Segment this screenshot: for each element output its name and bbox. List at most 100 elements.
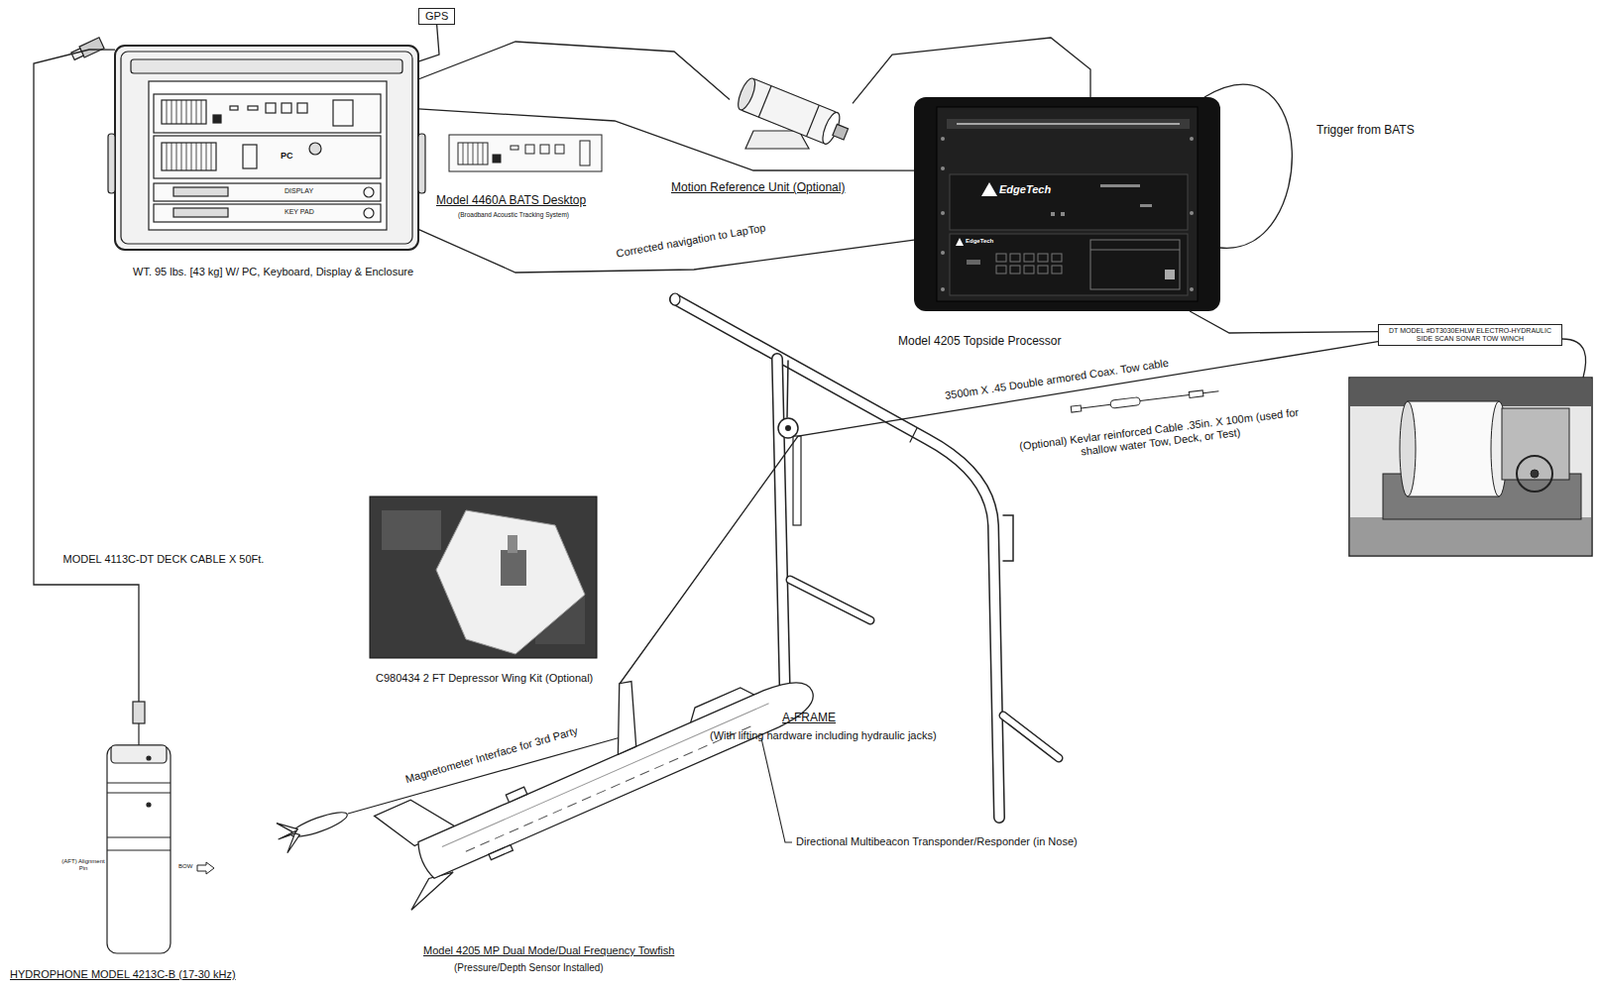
topside-case <box>1100 184 1141 188</box>
magnetometer <box>281 832 304 854</box>
cable-line <box>418 109 915 171</box>
cable-line <box>33 49 139 702</box>
rack-enclosure <box>108 133 115 194</box>
a-frame-structure <box>785 425 792 432</box>
bats-desktop: Model 4460A BATS Desktop(Broadband Acous… <box>449 134 602 172</box>
bats-desktop-unit <box>555 144 565 154</box>
bats-desktop-unit <box>492 154 501 163</box>
trigger-loop <box>1204 84 1292 248</box>
caption-text: C980434 2 FT Depressor Wing Kit (Optiona… <box>375 672 593 686</box>
caption-text: DISPLAY <box>284 187 314 196</box>
caption-text: EdgeTech <box>999 183 1051 197</box>
bats-desktop-unit <box>510 145 519 150</box>
winch-photo <box>1501 408 1570 480</box>
kevlar-cable-icon <box>1080 404 1111 409</box>
hydrophone-body <box>107 701 215 954</box>
caption-text: KEY PAD <box>284 208 315 217</box>
hydrophone-body <box>107 836 171 838</box>
caption-text: HYDROPHONE MODEL 4213C-B (17-30 kHz) <box>9 968 236 982</box>
hydrophone-body <box>107 849 171 851</box>
annotation-label: Directional Multibeacon Transponder/Resp… <box>796 835 1078 849</box>
rack-enclosure <box>161 100 207 124</box>
topside-case <box>1024 253 1034 262</box>
winch-lead <box>1562 339 1587 378</box>
bats-rack: PCDISPLAYKEY PADWT. 95 lbs. [43 kg] W/ P… <box>114 45 419 250</box>
cable-label: Corrected navigation to LapTop <box>613 221 770 261</box>
hydrophone-body <box>132 701 145 724</box>
topside-case <box>956 122 1180 125</box>
cable-line <box>1189 311 1378 334</box>
topside-case <box>1164 269 1175 280</box>
topside-case <box>981 182 998 197</box>
motion-reference-cylinder <box>734 76 852 150</box>
towfish-body <box>414 673 820 881</box>
a-frame-structure <box>675 299 1000 818</box>
topside-case <box>914 97 1221 312</box>
magnetometer <box>277 830 297 840</box>
kevlar-cable-icon <box>1140 395 1190 402</box>
kevlar-cable-icon <box>1110 397 1142 410</box>
a-frame-structure <box>790 579 871 621</box>
rack-enclosure <box>242 144 257 169</box>
rack-enclosure <box>333 100 353 126</box>
bats-desktop-unit <box>579 140 590 166</box>
topside-case <box>1051 265 1062 274</box>
a-frame: A-FRAME(With lifting hardware including … <box>674 293 1066 824</box>
topside-case <box>940 250 945 255</box>
caption-text: (Pressure/Depth Sensor Installed) <box>454 962 604 975</box>
annotation-label: Magnetometer Interface for 3rd Party <box>403 724 579 787</box>
topside-case <box>966 259 981 265</box>
hydrophone-body <box>107 745 171 954</box>
hydrophone: (AFT) Alignment PinBOWHYDROPHONE MODEL 4… <box>99 701 179 958</box>
depressor-photo <box>369 496 597 659</box>
depressor-photo <box>369 496 597 659</box>
rack-enclosure <box>70 37 426 250</box>
motion-reference-cylinder <box>758 86 819 137</box>
rack-enclosure <box>148 81 387 230</box>
bats-desktop-unit <box>525 144 535 154</box>
rack-enclosure <box>213 114 222 123</box>
winch-photo <box>1349 377 1593 557</box>
hydrophone-body <box>107 782 171 784</box>
topside-processor: EdgeTechEdgeTechModel 4205 Topside Proce… <box>914 97 1221 312</box>
cable-line <box>418 41 730 100</box>
kevlar-cable-icon <box>1188 390 1204 399</box>
depressor-photo <box>500 550 527 586</box>
topside-case <box>940 136 945 141</box>
winch-photo <box>1399 401 1416 497</box>
a-frame-structure <box>670 293 1059 818</box>
topside-case <box>940 211 945 216</box>
topside-case <box>996 239 1180 290</box>
depressor-photo <box>436 510 585 655</box>
rack-enclosure <box>173 208 229 218</box>
kevlar-cable-icon <box>1203 391 1220 394</box>
towfish-body <box>442 703 770 848</box>
rack-enclosure <box>161 142 217 171</box>
rack-enclosure <box>418 133 426 194</box>
topside-case <box>946 118 1190 129</box>
a-frame-structure <box>777 358 786 704</box>
topside-case <box>940 287 945 292</box>
topside-case <box>1037 265 1048 274</box>
box-text: DT MODEL #DT3030EHLW ELECTRO-HYDRAULIC S… <box>1381 327 1559 343</box>
winch-photo <box>1516 456 1553 492</box>
bats-desktop-unit <box>449 134 602 172</box>
gps-box: GPS <box>418 7 456 25</box>
towfish-body <box>591 679 657 755</box>
rack-enclosure <box>130 59 403 74</box>
caption-text: (Broadband Acoustic Tracking System) <box>457 211 570 219</box>
rack-enclosure <box>265 103 276 114</box>
topside-case <box>1189 287 1194 292</box>
topside-case <box>949 233 1188 296</box>
cable-line <box>619 342 1378 685</box>
depressor-wing-photo: C980434 2 FT Depressor Wing Kit (Optiona… <box>369 496 597 659</box>
winch-photo <box>1349 377 1593 557</box>
towfish-body <box>488 845 513 861</box>
topside-case <box>940 166 945 171</box>
a-frame-structure <box>787 360 789 418</box>
magnetometer <box>272 800 352 855</box>
a-frame-structure <box>777 358 786 704</box>
rack-enclosure <box>247 106 258 111</box>
cable-line <box>418 24 440 63</box>
hydrophone-body <box>107 792 171 794</box>
